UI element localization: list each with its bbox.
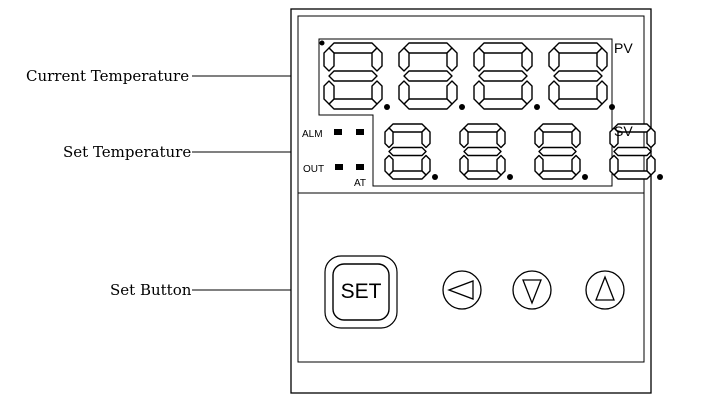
sv-display (384, 123, 663, 180)
decimal-point (534, 104, 540, 110)
segment-d (613, 170, 652, 180)
segment-b (521, 47, 533, 72)
segment-a (553, 42, 603, 54)
alm-led-2 (356, 129, 364, 135)
up-arrow-button[interactable] (585, 270, 625, 310)
segment-g (403, 70, 453, 82)
segment-f (398, 47, 410, 72)
pv-label: PV (614, 40, 633, 56)
triangle-up-icon (595, 275, 615, 301)
segment-e (473, 80, 485, 105)
segment-e (534, 154, 544, 176)
out-led (335, 164, 343, 170)
set-button[interactable]: SET (324, 255, 398, 329)
set-button-label: SET (341, 280, 382, 303)
pv-digit (323, 42, 390, 110)
segment-b (446, 47, 458, 72)
sv-digit (609, 123, 663, 180)
decimal-point (582, 174, 588, 180)
segment-e (323, 80, 335, 105)
triangle-left-icon (447, 280, 474, 300)
segment-b (596, 47, 608, 72)
pv-digit (548, 42, 615, 110)
segment-g (613, 146, 652, 157)
segment-a (388, 123, 427, 133)
segment-f (384, 127, 394, 149)
left-arrow-button[interactable] (442, 270, 482, 310)
decimal-point (384, 104, 390, 110)
sv-digit (459, 123, 513, 180)
segment-a (478, 42, 528, 54)
segment-d (328, 98, 378, 110)
segment-f (534, 127, 544, 149)
segment-b (371, 47, 383, 72)
segment-e (609, 154, 619, 176)
at-label: AT (354, 178, 366, 189)
decimal-point (657, 174, 663, 180)
segment-d (388, 170, 427, 180)
decimal-point (459, 104, 465, 110)
segment-b (571, 127, 581, 149)
segment-f (459, 127, 469, 149)
segment-a (403, 42, 453, 54)
sv-label: SV (614, 123, 633, 139)
down-arrow-button[interactable] (512, 270, 552, 310)
segment-d (538, 170, 577, 180)
decimal-point (507, 174, 513, 180)
callout-set-button: Set Button (110, 281, 192, 299)
callout-current-temperature: Current Temperature (26, 67, 190, 85)
segment-g (478, 70, 528, 82)
segment-b (646, 127, 656, 149)
callout-set-temperature: Set Temperature (63, 143, 192, 161)
segment-g (463, 146, 502, 157)
out-label: OUT (303, 164, 324, 175)
decimal-point (609, 104, 615, 110)
at-led (356, 164, 364, 170)
segment-b (496, 127, 506, 149)
alm-label: ALM (302, 129, 323, 140)
segment-b (421, 127, 431, 149)
pv-display (323, 42, 615, 110)
sv-digit (534, 123, 588, 180)
segment-e (398, 80, 410, 105)
segment-d (478, 98, 528, 110)
segment-d (403, 98, 453, 110)
sv-digit (384, 123, 438, 180)
segment-f (323, 47, 335, 72)
display-corner-dot (319, 40, 325, 46)
segment-g (553, 70, 603, 82)
segment-f (548, 47, 560, 72)
segment-a (463, 123, 502, 133)
segment-f (609, 127, 619, 149)
segment-e (459, 154, 469, 176)
decimal-point (432, 174, 438, 180)
pv-digit (473, 42, 540, 110)
segment-d (463, 170, 502, 180)
segment-g (538, 146, 577, 157)
segment-e (548, 80, 560, 105)
segment-e (384, 154, 394, 176)
pv-digit (398, 42, 465, 110)
alm-led-1 (334, 129, 342, 135)
segment-f (473, 47, 485, 72)
triangle-down-icon (522, 279, 542, 305)
segment-a (538, 123, 577, 133)
segment-g (328, 70, 378, 82)
segment-d (553, 98, 603, 110)
segment-a (328, 42, 378, 54)
segment-g (388, 146, 427, 157)
